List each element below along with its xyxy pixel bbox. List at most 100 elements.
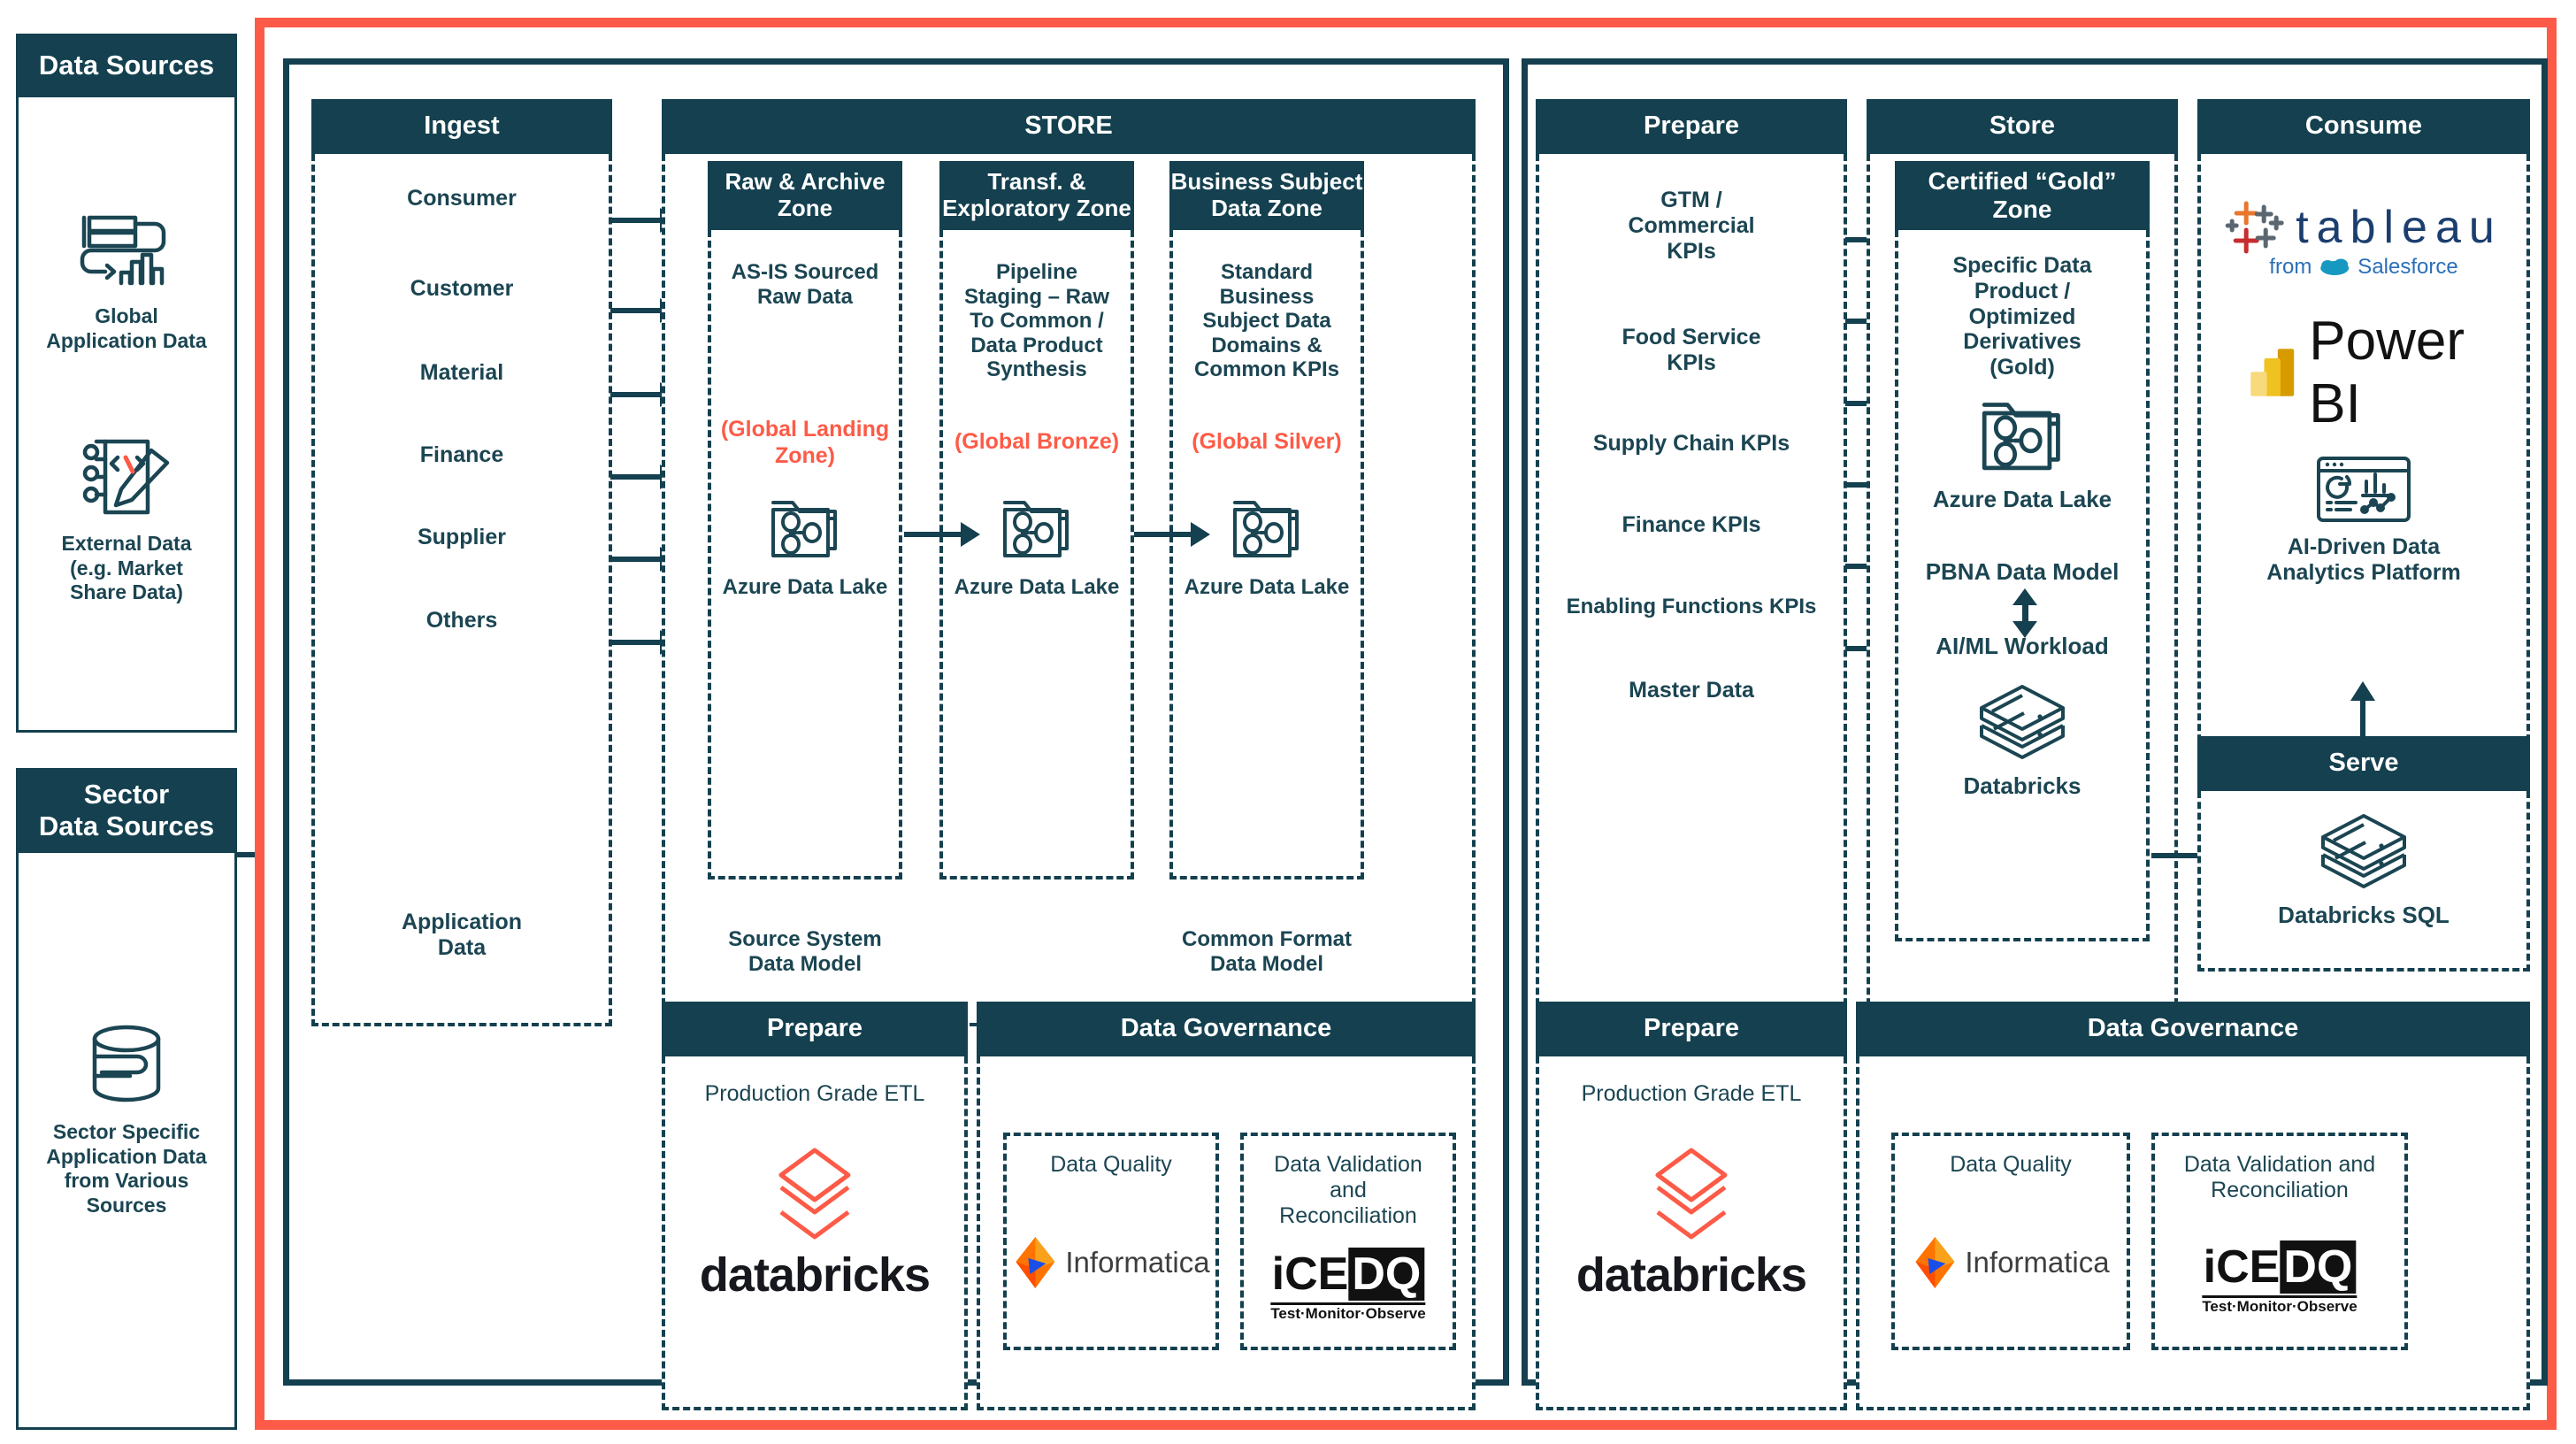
- zone-tag: (Global Bronze): [954, 429, 1120, 454]
- data-sources-body: Global Application Data: [16, 97, 237, 733]
- serve-to-consume-arrow: [2350, 681, 2375, 738]
- database-cylinder-icon: [80, 1021, 172, 1108]
- data-sources-title: Data Sources: [16, 34, 237, 97]
- icedq-logo: iCE DQ Test·Monitor·Observe: [2202, 1240, 2358, 1316]
- ingest-column: Ingest Consumer Customer Material Financ…: [311, 99, 612, 1026]
- governance-card-label: Data Quality: [1050, 1152, 1172, 1177]
- source-sector-specific-data: Sector Specific Application Data from Va…: [46, 1021, 207, 1217]
- ingest-arrow-4: [610, 465, 679, 489]
- kpi-item-enabling: Enabling Functions KPIs: [1566, 595, 1817, 618]
- zone-description: Pipeline Staging – Raw To Common / Data …: [963, 260, 1110, 382]
- prepare-title: Prepare: [662, 1002, 968, 1056]
- informatica-wordmark: Informatica: [1065, 1246, 1210, 1279]
- prepare-kpi-column: Prepare GTM / Commercial KPIs Food Servi…: [1536, 99, 1847, 1026]
- governance-column-left: Data Governance Data Quality Informatica…: [977, 1002, 1476, 1410]
- gold-model-label: PBNA Data Model: [1925, 558, 2120, 585]
- governance-title: Data Governance: [977, 1002, 1476, 1056]
- governance-column-right: Data Governance Data Quality Informatica…: [1856, 1002, 2530, 1410]
- kpi-item-food: Food Service KPIs: [1622, 325, 1761, 375]
- code-document-pencil-icon: [79, 434, 174, 519]
- store-gold-title: Store: [1867, 99, 2178, 154]
- gold-to-serve-arrow: [2151, 843, 2219, 868]
- salesforce-wordmark: Salesforce: [2358, 255, 2458, 279]
- ingest-item-others: Others: [426, 608, 498, 633]
- governance-body: Data Quality Informatica Data Validation…: [977, 1056, 1476, 1410]
- governance-card-data-quality-right: Data Quality Informatica: [1891, 1133, 2130, 1350]
- gold-workload-label: AI/ML Workload: [1936, 633, 2109, 659]
- powerbi-logo: Power BI: [2248, 310, 2480, 435]
- ingest-arrow-1: [610, 208, 679, 233]
- icedq-wordmark-dark: DQ: [1348, 1248, 1425, 1301]
- prepare-body: Production Grade ETL databricks: [662, 1056, 968, 1410]
- azure-data-lake-icon: [768, 495, 842, 561]
- source-external-data: External Data (e.g. Market Share Data): [61, 434, 192, 605]
- ingest-arrow-2: [610, 298, 679, 323]
- databricks-logo: databricks: [699, 1145, 931, 1302]
- prepare-column-right: Prepare Production Grade ETL databricks: [1536, 1002, 1847, 1410]
- databricks-stack-icon: [1976, 681, 2068, 763]
- certified-gold-zone-body: Specific Data Product / Optimized Deriva…: [1895, 230, 2150, 941]
- governance-card-label: Data Validation and Reconciliation: [1274, 1152, 1422, 1228]
- zone-description: AS-IS Sourced Raw Data: [731, 260, 879, 309]
- gold-platform-label: Databricks: [1963, 772, 2082, 799]
- governance-card-data-quality: Data Quality Informatica: [1003, 1133, 1219, 1350]
- databricks-stack-icon: [2318, 810, 2410, 892]
- ingest-footer-label: Application Data: [401, 910, 523, 960]
- analytics-dashboard-icon: [2315, 455, 2412, 524]
- consume-column: Consume tableau: [2197, 99, 2530, 752]
- zone-service-label: Azure Data Lake: [722, 575, 888, 599]
- gold-service-label: Azure Data Lake: [1932, 486, 2112, 512]
- ingest-arrow-5: [610, 547, 679, 572]
- databricks-wordmark: databricks: [699, 1248, 931, 1302]
- zone-transf-title: Transf. & Exploratory Zone: [939, 161, 1134, 230]
- zone-model-label: Source System Data Model: [728, 927, 882, 976]
- landing-to-bronze-arrow: [904, 522, 980, 547]
- icedq-wordmark-light: iCE: [1271, 1248, 1349, 1300]
- databricks-wordmark: databricks: [1576, 1248, 1807, 1302]
- serve-label: Databricks SQL: [2278, 902, 2450, 928]
- icedq-wordmark-dark: DQ: [2280, 1240, 2357, 1294]
- azure-data-lake-icon: [1230, 495, 1304, 561]
- zone-business-subject: Business Subject Data Zone Standard Busi…: [1169, 161, 1364, 976]
- bronze-to-silver-arrow: [1134, 522, 1210, 547]
- certified-gold-zone-title: Certified “Gold” Zone: [1895, 161, 2150, 230]
- governance-body-right: Data Quality Informatica Data Validation…: [1856, 1056, 2530, 1410]
- icedq-wordmark-light: iCE: [2203, 1241, 2281, 1293]
- data-sources-panel: Data Sources: [16, 34, 237, 733]
- zone-business-body: Standard Business Subject Data Domains &…: [1169, 230, 1364, 879]
- zone-raw-archive-body: AS-IS Sourced Raw Data (Global Landing Z…: [708, 230, 902, 879]
- prepare-kpi-title: Prepare: [1536, 99, 1847, 154]
- source-label: External Data (e.g. Market Share Data): [61, 532, 192, 604]
- zone-tag: (Global Landing Zone): [720, 417, 890, 468]
- sector-data-sources-panel: Sector Data Sources Sector Specific Appl…: [16, 768, 237, 1430]
- sector-data-sources-body: Sector Specific Application Data from Va…: [16, 853, 237, 1430]
- tableau-sub-prefix: from: [2269, 255, 2312, 279]
- kpi-item-gtm: GTM / Commercial KPIs: [1628, 188, 1755, 264]
- ingest-item-customer: Customer: [410, 276, 514, 301]
- kpi-item-finance: Finance KPIs: [1622, 512, 1761, 537]
- ingest-arrow-6: [610, 630, 679, 655]
- kpi-item-master: Master Data: [1629, 678, 1754, 703]
- azure-data-lake-icon: [1978, 396, 2066, 474]
- salesforce-cloud-icon: [2320, 258, 2350, 275]
- zone-raw-archive: Raw & Archive Zone AS-IS Sourced Raw Dat…: [708, 161, 902, 976]
- prepare-body-right: Production Grade ETL databricks: [1536, 1056, 1847, 1410]
- ingest-item-finance: Finance: [419, 442, 504, 467]
- serve-body: Databricks SQL: [2197, 791, 2530, 972]
- sector-data-sources-title: Sector Data Sources: [16, 768, 237, 853]
- zone-description: Standard Business Subject Data Domains &…: [1193, 260, 1339, 382]
- zone-service-label: Azure Data Lake: [954, 575, 1120, 599]
- ingest-title: Ingest: [311, 99, 612, 154]
- icedq-tagline: Test·Monitor·Observe: [2202, 1298, 2358, 1315]
- icedq-tagline: Test·Monitor·Observe: [1270, 1305, 1426, 1322]
- governance-card-label: Data Quality: [1950, 1152, 2072, 1177]
- governance-card-data-validation-right: Data Validation and Reconciliation iCE D…: [2151, 1133, 2408, 1350]
- informatica-wordmark: Informatica: [1965, 1246, 2110, 1279]
- governance-title-right: Data Governance: [1856, 1002, 2530, 1056]
- databricks-logo: databricks: [1576, 1145, 1807, 1302]
- zone-transf-body: Pipeline Staging – Raw To Common / Data …: [939, 230, 1134, 879]
- zone-business-title: Business Subject Data Zone: [1169, 161, 1364, 230]
- zone-transf-exploratory: Transf. & Exploratory Zone Pipeline Stag…: [939, 161, 1134, 879]
- source-label: Sector Specific Application Data from Va…: [46, 1120, 207, 1217]
